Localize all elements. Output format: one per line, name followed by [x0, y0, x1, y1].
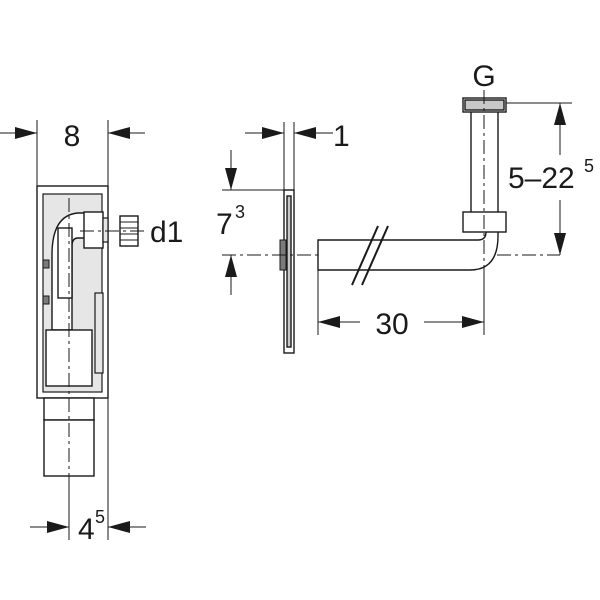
concealed-box-view — [36, 185, 146, 486]
tab-upper — [42, 259, 50, 269]
g-label: G — [472, 60, 495, 93]
arrow-right — [15, 127, 37, 139]
trap-chamber — [57, 227, 73, 299]
dimension-depth-45: 4 5 — [30, 398, 146, 546]
dimension-plate-1: 1 — [245, 120, 350, 190]
dim-label-45: 4 — [78, 513, 95, 546]
dim-label-45-sup: 5 — [95, 507, 105, 527]
dim-label-73-sup: 3 — [235, 202, 245, 222]
dim-label-8: 8 — [64, 120, 81, 153]
dimension-length-30: 30 — [317, 268, 485, 341]
dim-label-73: 7 — [216, 208, 233, 241]
tab-lower — [42, 295, 50, 305]
dimension-range-5-225: 5–22 5 — [506, 102, 594, 255]
break-mark-1 — [351, 225, 379, 286]
elbow-pipe-view — [317, 90, 507, 286]
break-mark-2 — [361, 225, 389, 286]
side-plate — [94, 292, 104, 374]
d1-label: d1 — [150, 216, 183, 249]
cover-plate-view — [279, 189, 295, 354]
dimension-width-8: 8 — [0, 120, 145, 186]
dim-label-range: 5–22 — [508, 162, 575, 195]
dim-label-30: 30 — [375, 308, 408, 341]
dim-label-1: 1 — [333, 120, 350, 153]
dim-label-range-sup: 5 — [584, 156, 594, 176]
outlet-flange — [102, 217, 109, 243]
outlet-socket — [83, 211, 104, 249]
arrow-left — [108, 127, 130, 139]
